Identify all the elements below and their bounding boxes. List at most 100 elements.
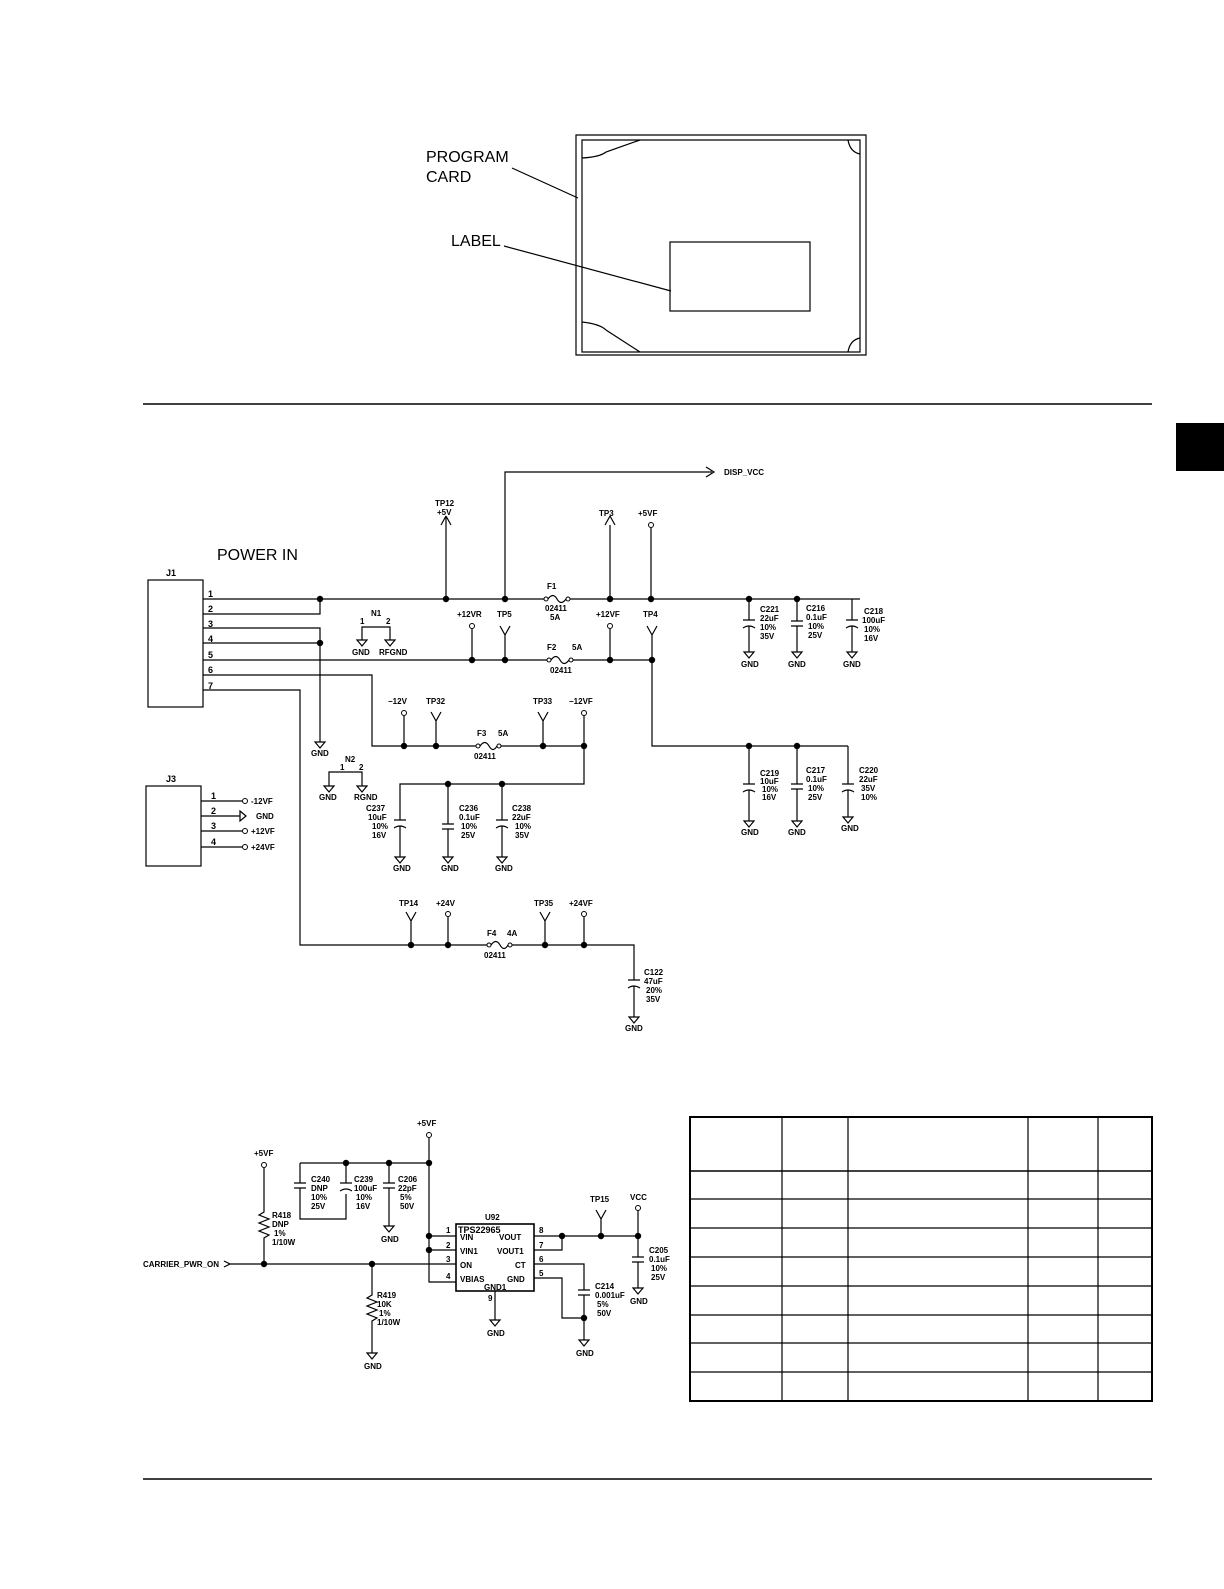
- wire-m12vf: [399, 745, 585, 800]
- c214-gnd-label: GND: [576, 1349, 594, 1358]
- u92-pin2-name: VIN1: [460, 1247, 478, 1256]
- cap-c221: C221 22uF 10% 35V GND: [741, 599, 780, 669]
- f3-pad-b: [496, 743, 502, 749]
- c236-symbol: [442, 814, 454, 857]
- f3-pad-a: [475, 743, 481, 749]
- label-leader: [503, 245, 672, 292]
- c237-volt: 16V: [372, 831, 387, 840]
- u92-pin6-num: 6: [539, 1255, 544, 1264]
- j3-gnd-arrow: [239, 809, 247, 823]
- c216-tol: 10%: [808, 622, 824, 631]
- c214-gnd: [577, 1339, 591, 1347]
- c122-symbol: [627, 979, 641, 1017]
- u92-pin7-name: VOUT1: [497, 1247, 524, 1256]
- n1-pin-1: 1: [360, 617, 365, 626]
- c221-symbol: [742, 599, 756, 652]
- u92-pin4-num: 4: [446, 1272, 451, 1281]
- f2-ref: F2: [547, 643, 557, 652]
- tp32-label: TP32: [426, 697, 446, 706]
- j3-term-3: [242, 828, 248, 834]
- f2-pad-b: [568, 657, 574, 663]
- sw-p5vf-top-label: +5VF: [417, 1119, 436, 1128]
- tp33-testpoint: [537, 711, 549, 746]
- c239-volt: 16V: [356, 1202, 371, 1211]
- n2-rgnd-label: RGND: [354, 793, 378, 802]
- wire-12vf: [576, 659, 848, 747]
- tp5-testpoint: [499, 625, 511, 660]
- c206-value: 22pF: [398, 1184, 417, 1193]
- c218-gnd: [845, 651, 859, 659]
- c216-volt: 25V: [808, 631, 823, 640]
- junction-dot: [468, 656, 476, 664]
- c122-gnd: [627, 1016, 641, 1024]
- u92-gnd-label: GND: [487, 1329, 505, 1338]
- j1-pin-6: 6: [208, 665, 213, 675]
- cap-c236: C236 0.1uF 10% 25V GND: [441, 804, 480, 873]
- c220-volt: 35V: [861, 784, 876, 793]
- cap-c216: C216 0.1uF 10% 25V GND: [788, 599, 827, 669]
- c205-tol: 10%: [651, 1264, 667, 1273]
- c206-tol: 5%: [400, 1193, 412, 1202]
- c206-gnd-label: GND: [381, 1235, 399, 1244]
- p5vf-label: +5VF: [638, 509, 657, 518]
- c217-gnd-label: GND: [788, 828, 806, 837]
- c217-gnd: [790, 820, 804, 828]
- power-wiring: [203, 466, 860, 972]
- c122-volt: 35V: [646, 995, 661, 1004]
- u92-pin2-num: 2: [446, 1241, 451, 1250]
- c238-value: 22uF: [512, 813, 531, 822]
- junction-dot: [793, 742, 801, 750]
- j3-net-4: +24VF: [251, 843, 275, 852]
- c239-ref: C239: [354, 1175, 374, 1184]
- f2-fuse: [550, 655, 570, 665]
- u92-pin5-name: GND: [507, 1275, 525, 1284]
- tp12-label: TP12: [435, 499, 455, 508]
- f4-fuse: [490, 940, 509, 950]
- f1-fuse: [547, 594, 567, 604]
- n2-rgnd-symbol: [355, 785, 369, 793]
- junction-dot: [444, 780, 452, 788]
- c239-tol: 10%: [356, 1193, 372, 1202]
- tp12-net: +5V: [437, 508, 452, 517]
- j1-pin-3: 3: [208, 619, 213, 629]
- tp4-label: TP4: [643, 610, 658, 619]
- c220-gnd: [841, 816, 855, 824]
- c206-ref: C206: [398, 1175, 418, 1184]
- c240-value: DNP: [311, 1184, 329, 1193]
- c236-gnd-label: GND: [441, 864, 459, 873]
- f2-rating: 5A: [572, 643, 582, 652]
- tp15-label: TP15: [590, 1195, 610, 1204]
- c219-gnd: [742, 820, 756, 828]
- u92-pin9-num: 9: [488, 1294, 493, 1303]
- card-inner-outline: [581, 139, 861, 353]
- u92-part: TPS22965: [458, 1225, 501, 1235]
- p12vf-terminal: [607, 623, 613, 629]
- card-notch-bl: [581, 321, 641, 353]
- junction-dot: [648, 656, 656, 664]
- c236-volt: 25V: [461, 831, 476, 840]
- program-card-label-1: PROGRAM: [426, 149, 509, 166]
- tp3-testpoint: [604, 515, 616, 599]
- c221-value: 22uF: [760, 614, 779, 623]
- f4-pad-a: [486, 942, 492, 948]
- c219-volt: 16V: [762, 793, 777, 802]
- f4-part: 02411: [484, 951, 506, 960]
- c220-symbol: [841, 746, 855, 817]
- wire-m12v-a: [203, 674, 472, 747]
- power-junctions: [316, 595, 801, 949]
- c221-ref: C221: [760, 605, 780, 614]
- c205-gnd: [631, 1287, 645, 1295]
- c238-gnd: [495, 856, 509, 864]
- r418-ref: R418: [272, 1211, 292, 1220]
- disp-vcc-arrow: [705, 466, 716, 478]
- u92-pin8-num: 8: [539, 1226, 544, 1235]
- p5vf-terminal: [648, 522, 654, 528]
- tp35-label: TP35: [534, 899, 554, 908]
- j3-ref: J3: [166, 774, 176, 784]
- junction-dot: [425, 1246, 433, 1254]
- junction-dot: [501, 656, 509, 664]
- junction-dot: [580, 941, 588, 949]
- sw-5vf-vertical: [428, 1138, 446, 1283]
